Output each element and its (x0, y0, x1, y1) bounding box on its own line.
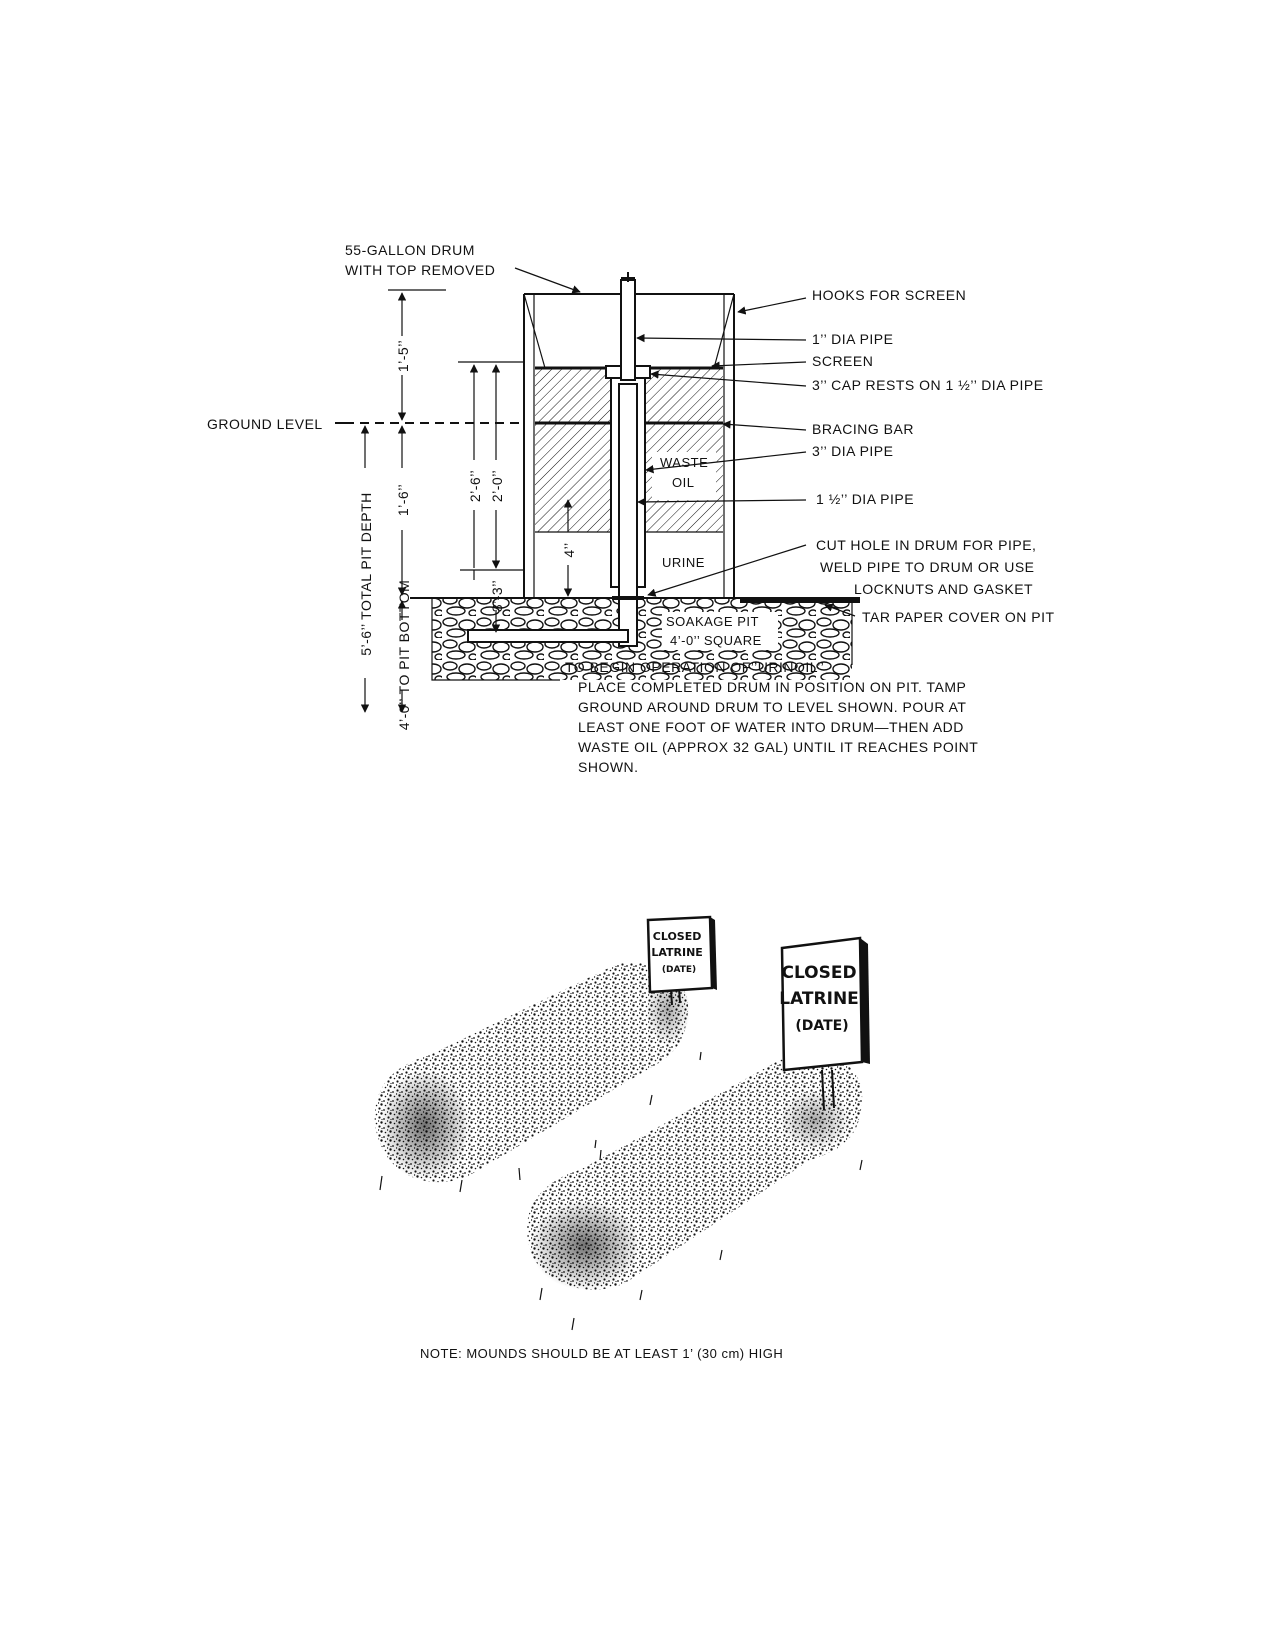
dim-2-0-label: 2’-0’’ (489, 470, 505, 502)
waste-label: WASTE (660, 455, 708, 470)
instructions: TO BEGIN OPERATION OF’’URINOIL’’ PLACE C… (565, 659, 982, 775)
drain-pipe (467, 629, 629, 643)
soakage-pit-label: SOAKAGE PIT (666, 614, 759, 629)
dim-1-5-label: 1’-5’’ (395, 340, 411, 372)
pipe-1-5in-label: 1 ½’’ DIA PIPE (816, 491, 914, 507)
sign-right-post (821, 1069, 825, 1111)
mound-right (527, 1054, 863, 1290)
hook-left (523, 293, 546, 369)
sign-left-text: CLOSED LATRINE (DATE) (651, 930, 706, 975)
sign-left: CLOSED LATRINE (DATE) (646, 915, 717, 1006)
ground-level-label: GROUND LEVEL (207, 416, 323, 432)
cut-hole-label: CUT HOLE IN DRUM FOR PIPE, WELD PIPE TO … (816, 537, 1041, 597)
drum-label: 55-GALLON DRUM WITH TOP REMOVED (345, 242, 495, 278)
mounds-note: NOTE: MOUNDS SHOULD BE AT LEAST 1’ (30 c… (420, 1346, 783, 1361)
screen-label: SCREEN (812, 353, 873, 369)
sign-right: CLOSED LATRINE (DATE) (779, 936, 870, 1111)
dim-3-3-label: 3’-3’’ (489, 580, 505, 612)
leader-lines (514, 267, 856, 617)
square-label: 4’-0’’ SQUARE (670, 633, 762, 648)
closed-latrine-illustration: CLOSED LATRINE (DATE) CLOSED LATRINE (DA… (374, 915, 870, 1361)
oil-label: OIL (672, 475, 694, 490)
cap-label: 3’’ CAP RESTS ON 1 ½’’ DIA PIPE (812, 377, 1044, 393)
pipe-3in-label: 3’’ DIA PIPE (812, 443, 893, 459)
pipe-1in-label: 1’’ DIA PIPE (812, 331, 893, 347)
pipe-1-5in (618, 383, 638, 647)
urinoil-diagram: 55-GALLON DRUM WITH TOP REMOVED HOOKS FO… (207, 242, 1055, 775)
bracing-bar-label: BRACING BAR (812, 421, 914, 437)
sign-right-text: CLOSED LATRINE (DATE) (779, 963, 864, 1034)
hook-right (713, 293, 735, 369)
to-pit-bottom-label: 4’-0’’ TO PIT BOTTOM (396, 580, 412, 731)
urine-label: URINE (662, 555, 705, 570)
dim-4in-label: 4’’ (561, 542, 577, 557)
pipes (467, 272, 651, 647)
dim-2-6-label: 2’-6’’ (467, 470, 483, 502)
grass (379, 1051, 863, 1331)
pipe-1in (620, 279, 636, 381)
dim-1-6-label: 1’-6’’ (395, 484, 411, 516)
tar-paper-label: TAR PAPER COVER ON PIT (862, 609, 1055, 625)
hooks-label: HOOKS FOR SCREEN (812, 287, 966, 303)
total-depth-label: 5’-6’’ TOTAL PIT DEPTH (358, 492, 374, 656)
dimension-lines (360, 289, 573, 713)
